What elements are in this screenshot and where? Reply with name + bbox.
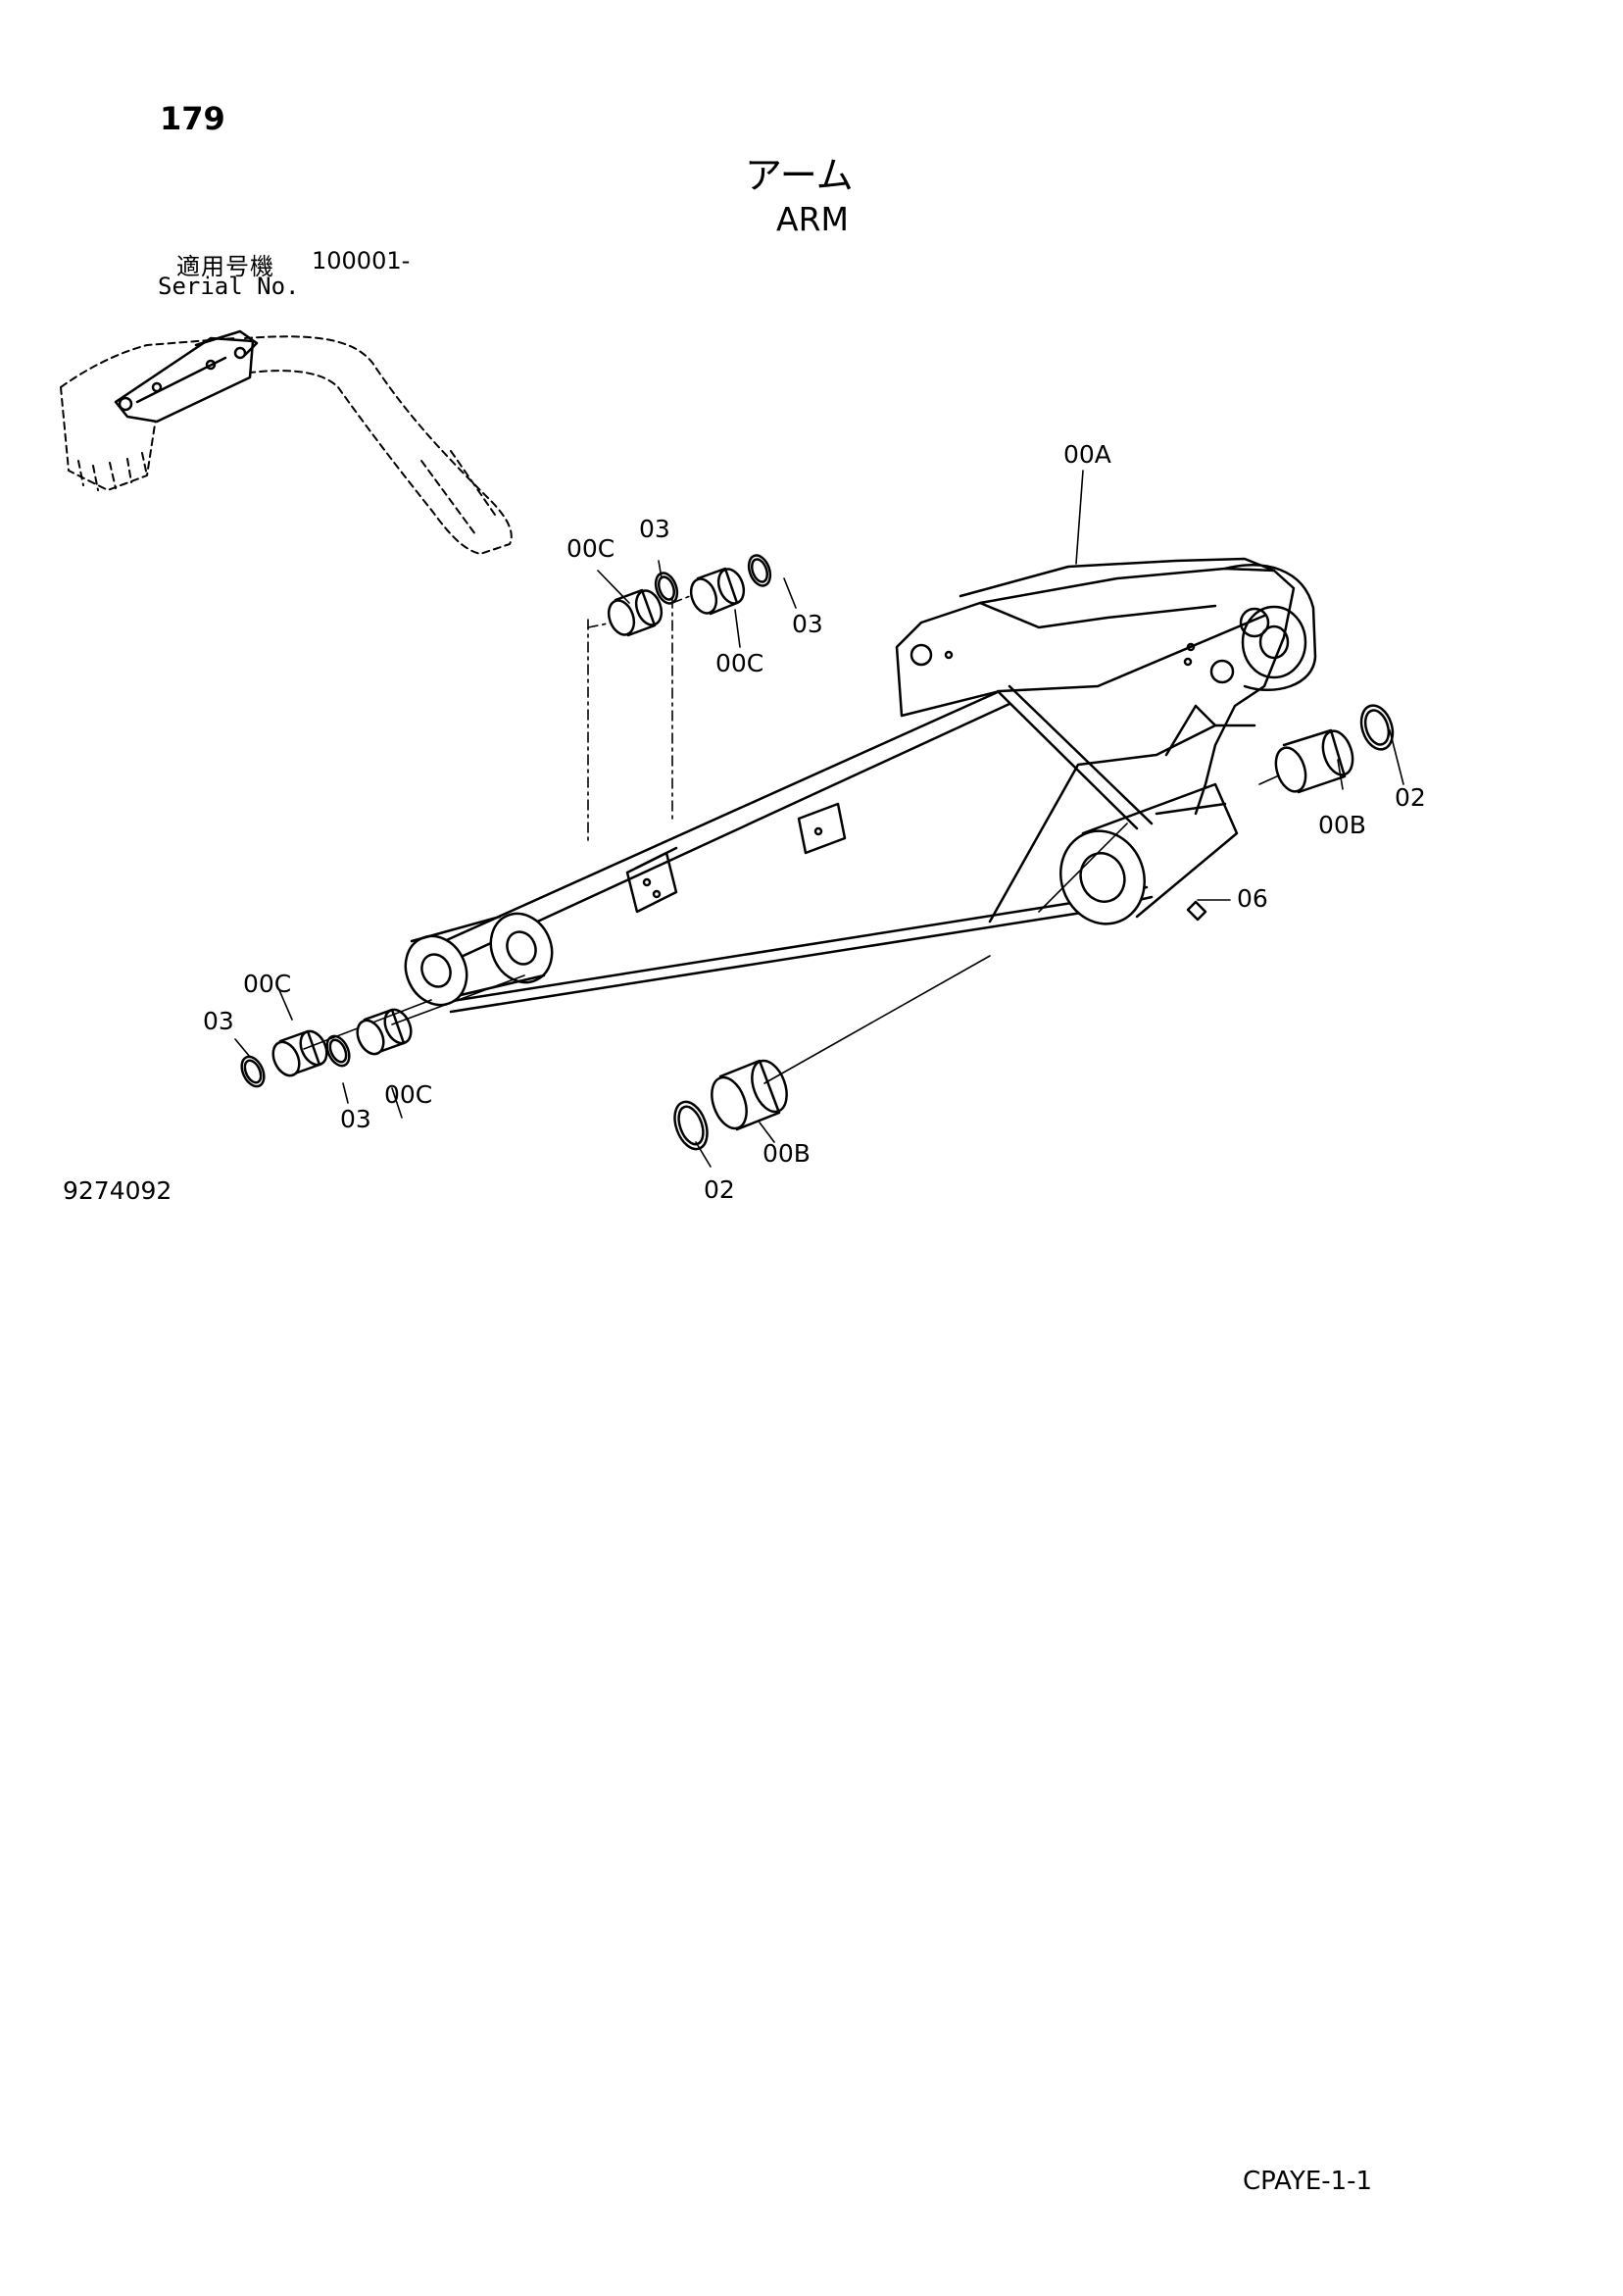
serial-label-japanese: 適用号機	[176, 253, 274, 280]
callout-03-bottom-left: 03	[203, 1007, 234, 1035]
title-japanese: アーム	[745, 154, 854, 197]
callout-00A: 00A	[1063, 440, 1111, 469]
callout-03-top-left: 03	[639, 515, 670, 543]
callout-06: 06	[1237, 884, 1268, 913]
bushings-and-rings	[240, 554, 1395, 1151]
callout-00C-bottom-left: 00C	[243, 970, 291, 998]
sheet-code: CPAYE-1-1	[1243, 2167, 1373, 2196]
callout-00C-bottom-right: 00C	[384, 1080, 432, 1109]
callout-03-top-right: 03	[792, 610, 823, 638]
title-english: ARM	[776, 200, 849, 238]
callout-00B-bottom: 00B	[762, 1139, 811, 1168]
callout-03-bottom-mid: 03	[340, 1105, 371, 1133]
callout-00C-top-left: 00C	[566, 534, 615, 563]
page-number: 179	[160, 100, 225, 137]
serial-number-value: 100001-	[312, 247, 411, 275]
callout-02-bottom: 02	[704, 1175, 735, 1204]
locator-sketch	[60, 329, 513, 555]
drawing-number: 9274092	[63, 1176, 172, 1205]
serial-label-english: Serial No.	[158, 273, 300, 300]
callout-02-right: 02	[1395, 783, 1426, 812]
callout-00C-top-right: 00C	[715, 649, 763, 677]
alignment-lines	[234, 470, 1404, 1168]
callout-00B-right: 00B	[1318, 811, 1366, 839]
arm-body	[404, 557, 1317, 1014]
